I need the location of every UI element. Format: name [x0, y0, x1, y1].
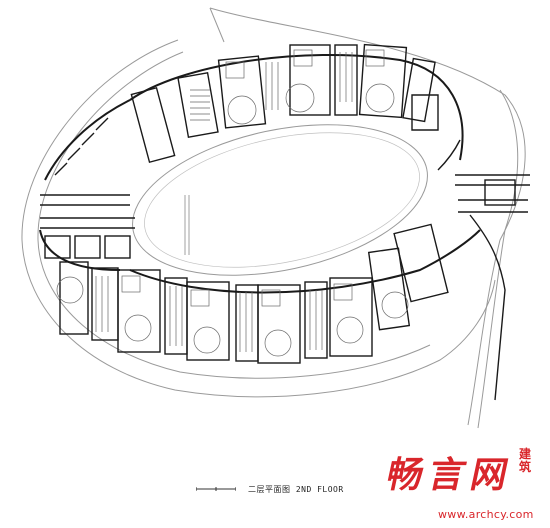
- watermark-logo: 畅言网: [382, 455, 518, 496]
- watermark-tag: 建筑: [518, 447, 531, 474]
- scale-bar: [196, 487, 236, 491]
- south-room-details: [56, 275, 409, 357]
- south-rooms: [59, 223, 449, 364]
- corridor-walls: [39, 53, 481, 294]
- drawing-caption: 二层平面图 2ND FLOOR: [248, 485, 344, 494]
- west-core: [40, 117, 135, 259]
- watermark-url: www.archcy.com: [438, 508, 534, 521]
- north-room-details: [190, 49, 395, 125]
- north-rooms: [130, 43, 436, 164]
- courtyard-ellipse: [132, 124, 428, 276]
- east-core: [411, 94, 530, 401]
- courtyard-inner-ellipse: [144, 132, 420, 268]
- courtyard-features: [184, 195, 190, 255]
- outer-envelope: [21, 7, 526, 429]
